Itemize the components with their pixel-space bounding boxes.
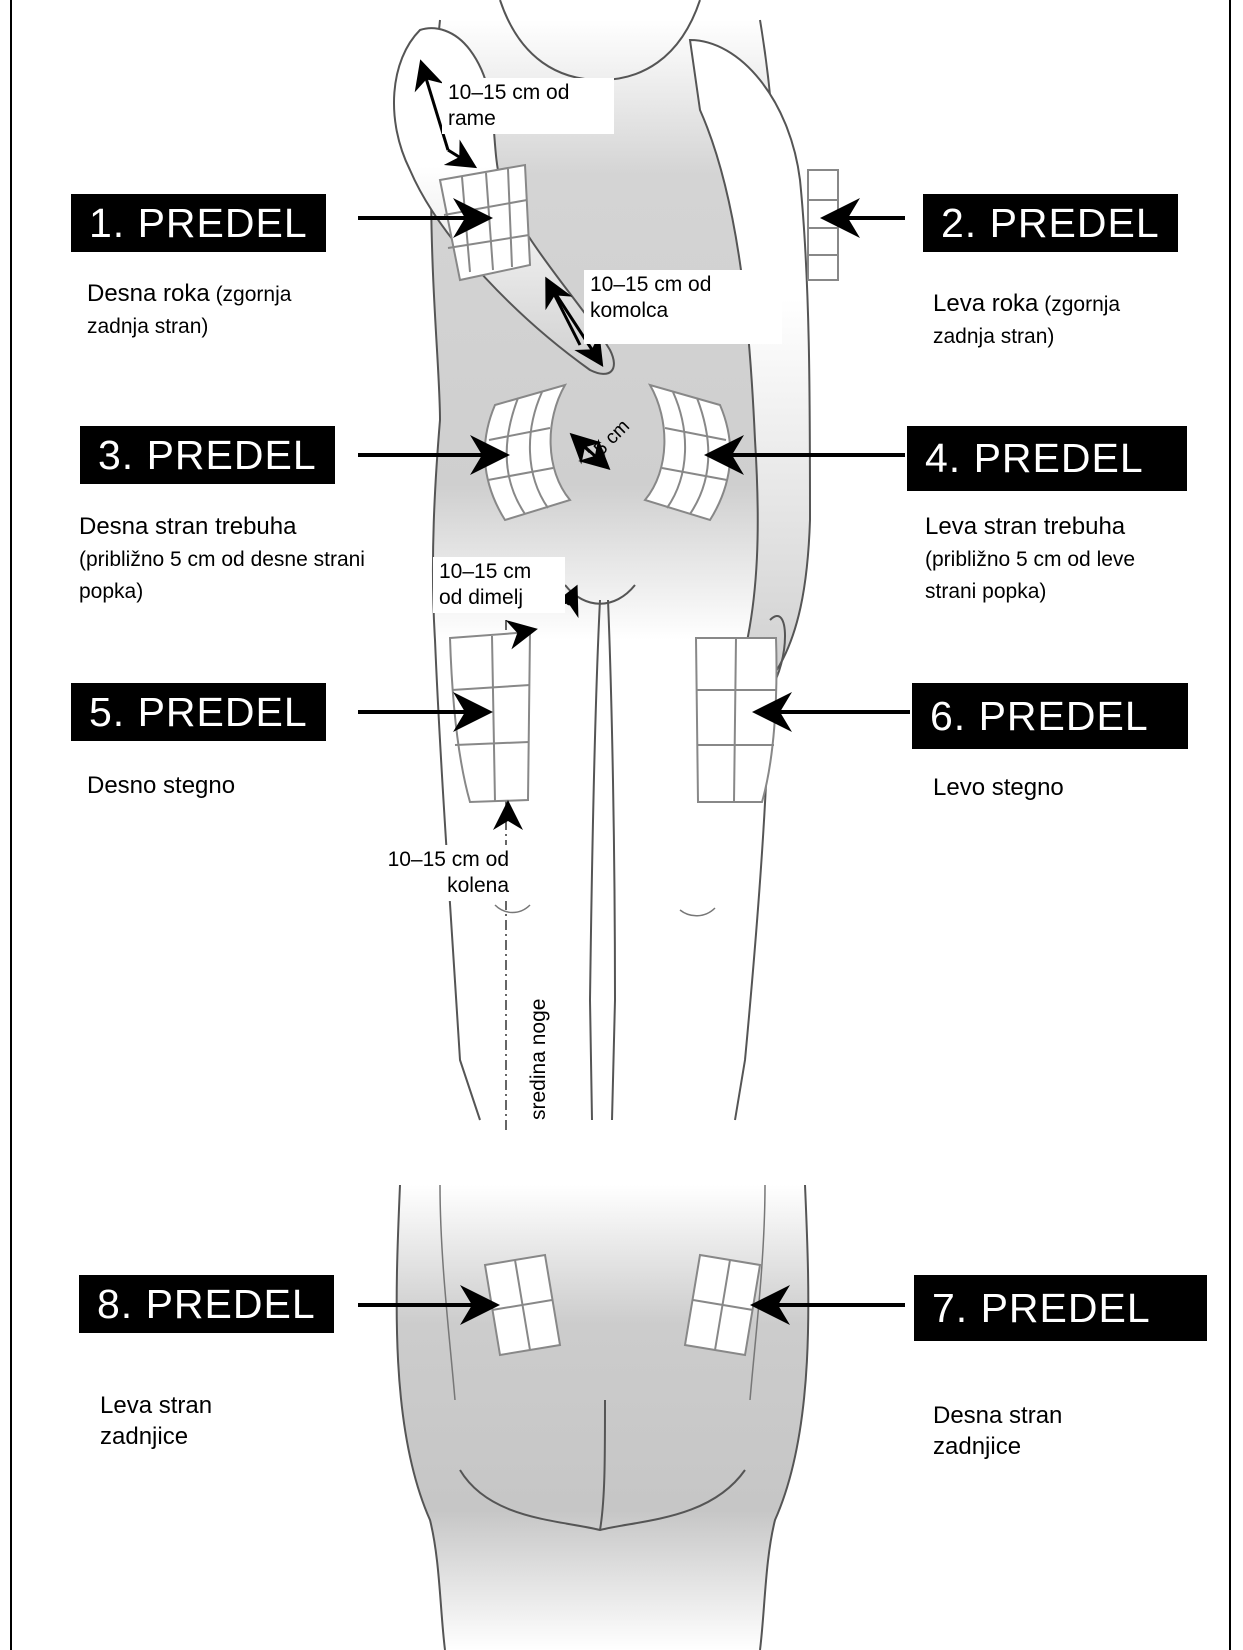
site-label-5: 5. PREDEL [71,683,326,741]
site-desc-4-main: Leva stran trebuha [925,513,1125,540]
grid-site-6 [696,638,777,802]
site-label-4: 4. PREDEL [907,426,1187,491]
site-desc-5: Desno stegno [87,770,235,801]
site-desc-3-main: Desna stran trebuha [79,513,296,540]
note-midleg: sredina noge [527,999,551,1120]
site-desc-8: Leva stran zadnjice [100,1390,280,1452]
grid-site-5 [450,632,530,802]
site-label-7: 7. PREDEL [914,1275,1207,1341]
site-desc-3: Desna stran trebuha (približno 5 cm od d… [79,511,379,607]
site-label-8: 8. PREDEL [79,1275,334,1333]
site-label-2: 2. PREDEL [923,194,1178,252]
site-desc-2: Leva roka (zgornja zadnja stran) [933,288,1183,352]
grid-site-2 [808,170,838,280]
site-label-6: 6. PREDEL [912,683,1188,749]
back-view-outline [397,1185,809,1650]
site-desc-1-main: Desna roka [87,280,210,307]
note-shoulder: 10–15 cm od rame [442,78,614,134]
site-label-1: 1. PREDEL [71,194,326,252]
site-desc-6: Levo stegno [933,772,1064,803]
note-groin: 10–15 cm od dimelj [433,557,565,613]
note-elbow: 10–15 cm od komolca [584,270,782,344]
note-knee: 10–15 cm od kolena [345,845,515,901]
site-desc-4-detail: (približno 5 cm od leve strani popka) [925,548,1135,603]
site-label-3: 3. PREDEL [80,426,335,484]
site-desc-2-main: Leva roka [933,290,1038,317]
site-desc-3-detail: (približno 5 cm od desne strani popka) [79,548,365,603]
site-desc-7: Desna stran zadnjice [933,1400,1133,1462]
site-desc-1: Desna roka (zgornja zadnja stran) [87,278,357,342]
site-desc-4: Leva stran trebuha (približno 5 cm od le… [925,511,1175,607]
